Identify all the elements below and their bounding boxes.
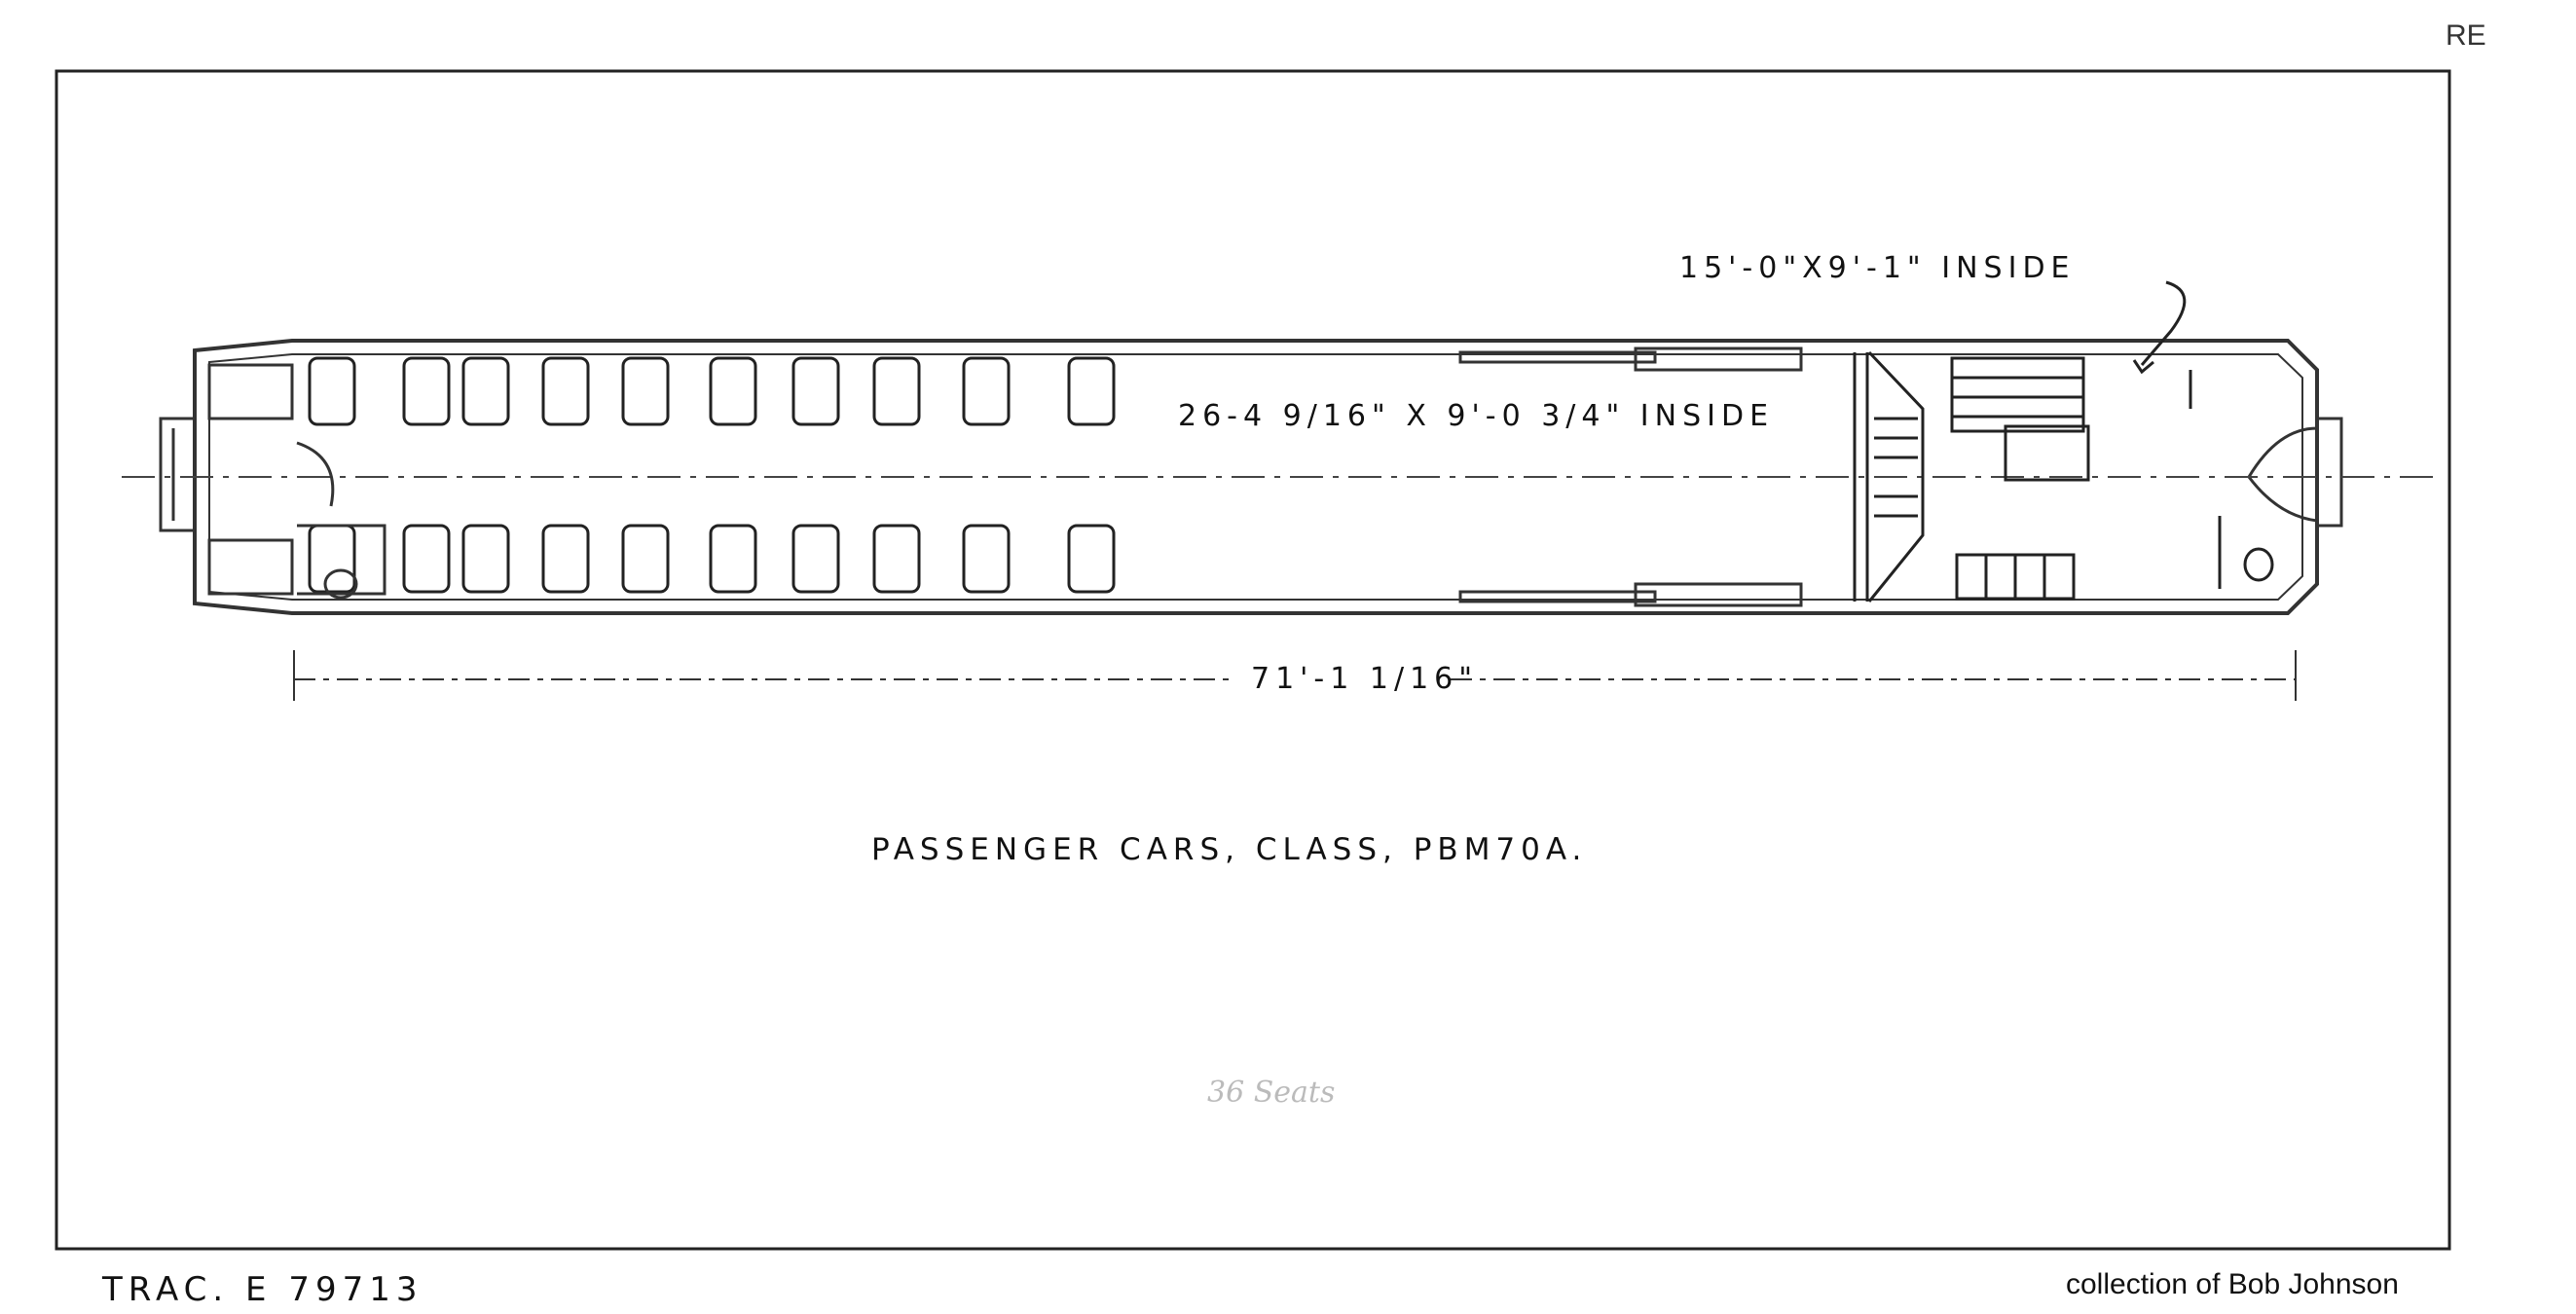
seats-note: 36 Seats <box>1207 1076 1336 1110</box>
coupler-left <box>159 417 195 532</box>
baggage-room-fixtures <box>1950 356 2274 601</box>
end-seats <box>207 363 294 596</box>
seats-lower-row <box>308 524 1116 594</box>
drawing-border <box>55 69 2451 1251</box>
tracing-number: TRAC. E 79713 <box>102 1270 423 1309</box>
overall-length-dimension-line <box>293 650 2297 701</box>
passenger-area-dimension-label: 26-4 9/16" X 9'-0 3/4" INSIDE <box>1178 399 1775 433</box>
entry-door-left <box>296 441 386 600</box>
side-doors <box>1458 347 1803 607</box>
coupler-right <box>2247 417 2343 528</box>
seats-upper-row <box>308 356 1116 426</box>
corner-mark: RE <box>2446 19 2486 52</box>
collection-credit: collection of Bob Johnson <box>2066 1268 2399 1300</box>
drawing-title: PASSENGER CARS, CLASS, PBM70A. <box>871 832 1588 867</box>
overall-length-label: 71'-1 1/16" <box>1251 662 1479 696</box>
partition-and-stairs <box>1853 350 1925 602</box>
room-dimension-label: 15'-0"X9'-1" INSIDE <box>1679 251 2076 285</box>
dimension-leader-arrow <box>2140 280 2187 366</box>
